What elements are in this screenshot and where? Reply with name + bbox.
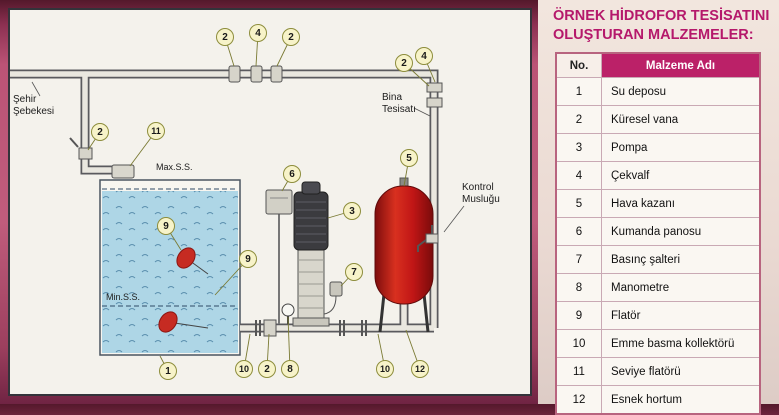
pipe-network <box>10 69 439 333</box>
panel-title-line2: OLUŞTURAN MALZEMELER: <box>553 26 754 43</box>
cell-no: 5 <box>555 189 602 218</box>
panel-title-line1: ÖRNEK HİDROFOR TESİSATINI <box>553 8 770 24</box>
cell-material-name: Kumanda panosu <box>601 217 761 246</box>
riser-valves <box>426 82 443 108</box>
cell-material-name: Hava kazanı <box>601 189 761 218</box>
label-min-level: Min.S.S. <box>106 292 141 302</box>
cell-no: 6 <box>555 217 602 246</box>
col-header-name: Malzeme Adı <box>601 52 761 78</box>
cell-material-name: Esnek hortum <box>601 385 761 415</box>
pump <box>292 181 330 327</box>
label-city-network: Şehir Şebekesi <box>13 94 55 117</box>
panel-title: ÖRNEK HİDROFOR TESİSATINI OLUŞTURAN MALZ… <box>553 7 779 45</box>
cell-material-name: Pompa <box>601 133 761 162</box>
float-switches <box>158 247 209 333</box>
cell-material-name: Seviye flatörü <box>601 357 761 386</box>
pressure-tank <box>374 177 434 333</box>
cell-material-name: Küresel vana <box>601 105 761 134</box>
collector-valve <box>263 319 277 337</box>
cell-material-name: Emme basma kollektörü <box>601 329 761 358</box>
cell-material-name: Çekvalf <box>601 161 761 190</box>
col-header-no: No. <box>555 52 602 78</box>
collector-flanges <box>255 320 367 336</box>
hydrophore-schematic-panel: Şehir Şebekesi Bina Tesisatı Kontrol Mus… <box>8 8 532 396</box>
top-pipe-valves <box>228 65 283 83</box>
cell-no: 11 <box>555 357 602 386</box>
cell-no: 9 <box>555 301 602 330</box>
level-float-valve <box>111 164 135 179</box>
inlet-valve <box>69 137 93 160</box>
cell-no: 3 <box>555 133 602 162</box>
cell-material-name: Manometre <box>601 273 761 302</box>
cell-no: 1 <box>555 77 602 106</box>
materials-panel: ÖRNEK HİDROFOR TESİSATINI OLUŞTURAN MALZ… <box>538 0 779 415</box>
cell-material-name: Flatör <box>601 301 761 330</box>
cell-no: 10 <box>555 329 602 358</box>
cell-no: 8 <box>555 273 602 302</box>
cell-no: 2 <box>555 105 602 134</box>
cell-material-name: Su deposu <box>601 77 761 106</box>
label-max-level: Max.S.S. <box>156 162 193 172</box>
label-building-installation: Bina Tesisatı <box>382 92 416 115</box>
cell-no: 12 <box>555 385 602 415</box>
control-tap <box>417 225 439 252</box>
label-control-tap: Kontrol Musluğu <box>462 182 500 205</box>
annotation-arrows <box>31 81 465 233</box>
pressure-switch <box>323 281 343 315</box>
hydrophore-schematic <box>10 32 465 372</box>
table-header-row: No. Malzeme Adı <box>555 52 761 78</box>
cell-no: 7 <box>555 245 602 274</box>
cell-no: 4 <box>555 161 602 190</box>
control-panel <box>265 189 293 324</box>
cell-material-name: Basınç şalteri <box>601 245 761 274</box>
